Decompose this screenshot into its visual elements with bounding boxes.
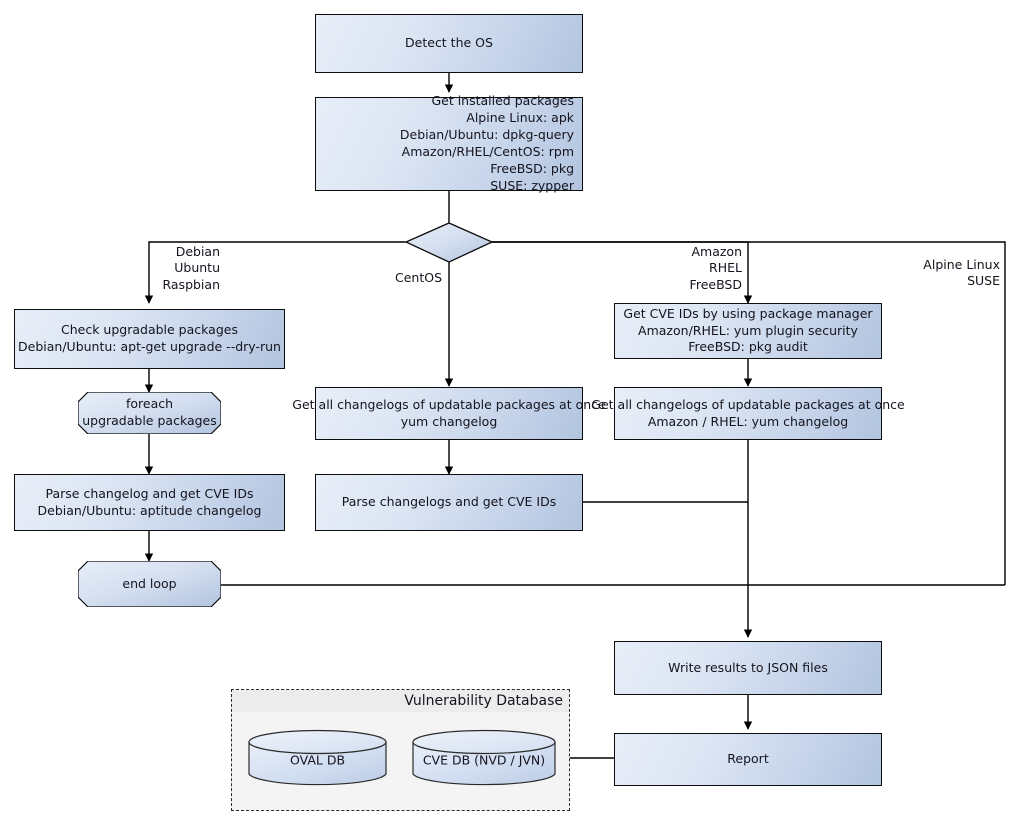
node-parse-changelogs-centos[interactable]: Parse changelogs and get CVE IDs	[315, 474, 583, 531]
node-foreach-loop-label: foreach upgradable packages	[82, 396, 217, 428]
node-parse-changelog-deb[interactable]: Parse changelog and get CVE IDs Debian/U…	[14, 474, 285, 531]
branch-label-alpine-0: Alpine Linux	[923, 257, 1000, 272]
db-oval-shape	[248, 729, 387, 786]
branch-label-debian-1: Ubuntu	[174, 260, 220, 276]
vulnerability-database-title: Vulnerability Database	[404, 693, 563, 709]
branch-label-centos: CentOS	[330, 270, 442, 286]
branch-label-amazon-1: RHEL	[709, 260, 742, 276]
node-get-installed-packages-label: Get installed packages Alpine Linux: apk…	[399, 93, 574, 193]
node-changelogs-rhel[interactable]: Get all changelogs of updatable packages…	[591, 387, 905, 440]
branch-label-debian-0: Debian	[175, 244, 220, 259]
node-foreach-loop[interactable]: foreach upgradable packages	[78, 392, 221, 434]
node-changelogs-centos-label: Get all changelogs of updatable packages…	[292, 396, 606, 429]
node-write-json[interactable]: Write results to JSON files	[614, 641, 882, 695]
branch-label-amazon-0: Amazon	[691, 244, 742, 259]
edge-decision-to-alpine	[492, 241, 1006, 585]
branch-label-amazon-2: FreeBSD	[689, 276, 742, 292]
decision-node[interactable]	[404, 222, 494, 263]
vulnerability-database-title-bar: Vulnerability Database	[232, 690, 569, 712]
node-get-cve-ids-pkgmgr-label: Get CVE IDs by using package manager Ama…	[623, 305, 873, 355]
db-oval-label: OVAL DB	[289, 752, 346, 768]
node-changelogs-rhel-label: Get all changelogs of updatable packages…	[591, 396, 905, 429]
node-changelogs-centos[interactable]: Get all changelogs of updatable packages…	[292, 387, 606, 440]
branch-label-debian-2: Raspbian	[162, 276, 220, 292]
end-loop-shape	[78, 561, 221, 607]
node-get-cve-ids-pkgmgr[interactable]: Get CVE IDs by using package manager Ama…	[614, 303, 882, 359]
node-end-loop[interactable]: end loop	[78, 561, 221, 607]
node-write-json-label: Write results to JSON files	[668, 659, 828, 675]
branch-label-debian: Debian Ubuntu Raspbian	[95, 244, 220, 293]
branch-label-alpine-1: SUSE	[967, 273, 1000, 289]
node-detect-os[interactable]: Detect the OS	[315, 14, 583, 73]
node-parse-changelog-deb-label: Parse changelog and get CVE IDs Debian/U…	[37, 485, 262, 518]
db-cve[interactable]: CVE DB (NVD / JVN)	[412, 729, 556, 786]
node-get-installed-packages[interactable]: Get installed packages Alpine Linux: apk…	[315, 93, 583, 193]
db-oval[interactable]: OVAL DB	[248, 729, 387, 786]
branch-label-centos-0: CentOS	[394, 270, 442, 285]
branch-label-alpine: Alpine Linux SUSE	[870, 257, 1000, 290]
node-report-label: Report	[727, 751, 769, 767]
node-check-upgradable-label: Check upgradable packages Debian/Ubuntu:…	[18, 322, 281, 354]
edge-decision-to-debian	[144, 241, 406, 304]
db-cve-shape	[412, 729, 556, 786]
node-detect-os-label: Detect the OS	[405, 35, 493, 51]
foreach-loop-shape	[78, 392, 221, 434]
node-end-loop-label: end loop	[122, 575, 177, 591]
node-report[interactable]: Report	[614, 733, 882, 786]
branch-label-amazon: Amazon RHEL FreeBSD	[620, 244, 742, 293]
node-parse-changelogs-centos-label: Parse changelogs and get CVE IDs	[341, 494, 557, 510]
node-check-upgradable[interactable]: Check upgradable packages Debian/Ubuntu:…	[14, 309, 285, 369]
db-cve-label: CVE DB (NVD / JVN)	[422, 752, 546, 768]
